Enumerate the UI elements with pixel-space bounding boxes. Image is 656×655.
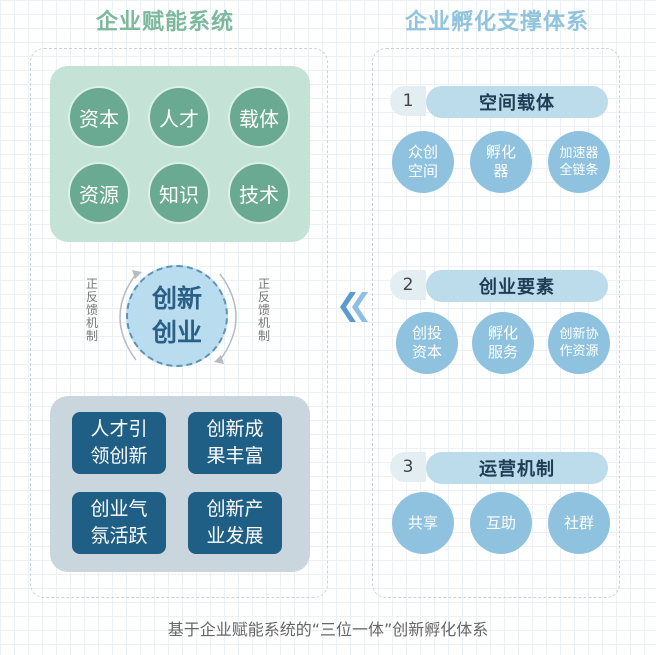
circle-line: 服务: [487, 343, 518, 361]
outcome-box-achievements: 创新成果丰富: [188, 412, 282, 474]
support-circle-accelerator: 加速器全链条: [548, 131, 610, 193]
resource-circle-resources: 资源: [68, 162, 130, 224]
group-number-2: 2: [390, 270, 426, 300]
circle-line: 创投: [411, 324, 442, 342]
feedback-label-right: 正反馈机制: [257, 277, 270, 343]
outcome-line: 领创新: [90, 445, 148, 467]
group-label-space: 空间载体: [426, 86, 608, 118]
group-label-operations: 运营机制: [426, 452, 608, 484]
support-circle-collab-resources: 创新协作资源: [548, 312, 610, 374]
support-circle-mutual-aid: 互助: [470, 492, 532, 554]
circle-line: 互助: [485, 513, 516, 532]
resource-circle-technology: 技术: [228, 162, 290, 224]
circle-line: 创新协: [559, 327, 599, 342]
outcome-line: 业发展: [206, 525, 264, 547]
outcome-line: 创业气: [90, 498, 148, 520]
support-circle-community: 社群: [548, 492, 610, 554]
circle-line: 众创: [407, 143, 438, 161]
resource-circle-talent: 人才: [148, 86, 210, 148]
outcome-line: 人才引: [90, 418, 148, 440]
circle-line: 全链条: [559, 163, 599, 178]
support-circle-venture-capital: 创投资本: [396, 312, 458, 374]
cycle-arcs-icon: [119, 270, 237, 364]
enterprise-empowerment-title: 企业赋能系统: [95, 10, 234, 35]
incubation-support-title: 企业孵化支撑体系: [404, 10, 589, 35]
outcome-line: 创新成: [206, 418, 264, 440]
support-circle-incubator: 孵化器: [470, 131, 532, 193]
resource-circle-carrier: 载体: [228, 86, 290, 148]
group-number-3: 3: [390, 452, 426, 482]
circle-line: 资本: [411, 343, 442, 361]
empowerment-frame: [30, 48, 328, 598]
core-line-1: 创新: [151, 284, 202, 313]
outcome-line: 氛活跃: [90, 525, 148, 547]
innovation-entrepreneurship-core: 创新 创业: [126, 265, 228, 367]
support-circle-maker-space: 众创空间: [392, 131, 454, 193]
circle-line: 共享: [407, 513, 438, 532]
figure-caption: 基于企业赋能系统的“三位一体”创新孵化体系: [167, 620, 489, 639]
resource-circle-capital: 资本: [68, 86, 130, 148]
circle-line: 器: [493, 162, 509, 180]
outcome-box-atmosphere: 创业气氛活跃: [72, 492, 166, 554]
outcome-box-talent: 人才引领创新: [72, 412, 166, 474]
support-circle-incubation-service: 孵化服务: [472, 312, 534, 374]
feedback-label-left: 正反馈机制: [85, 277, 98, 343]
circle-line: 孵化: [485, 143, 516, 161]
circle-line: 空间: [407, 162, 438, 180]
support-circle-sharing: 共享: [392, 492, 454, 554]
core-line-2: 创业: [151, 318, 202, 347]
group-number-1: 1: [390, 86, 426, 116]
group-label-elements: 创业要素: [426, 270, 608, 302]
circle-line: 作资源: [559, 344, 599, 359]
outcome-line: 果丰富: [206, 445, 264, 467]
resource-circle-knowledge: 知识: [148, 162, 210, 224]
circle-line: 加速器: [559, 146, 599, 161]
circle-line: 社群: [563, 513, 594, 532]
support-frame: [372, 48, 620, 598]
outcome-box-industry: 创新产业发展: [188, 492, 282, 554]
double-chevron-left-icon: [340, 292, 368, 322]
outcome-line: 创新产: [206, 498, 264, 520]
circle-line: 孵化: [487, 324, 518, 342]
